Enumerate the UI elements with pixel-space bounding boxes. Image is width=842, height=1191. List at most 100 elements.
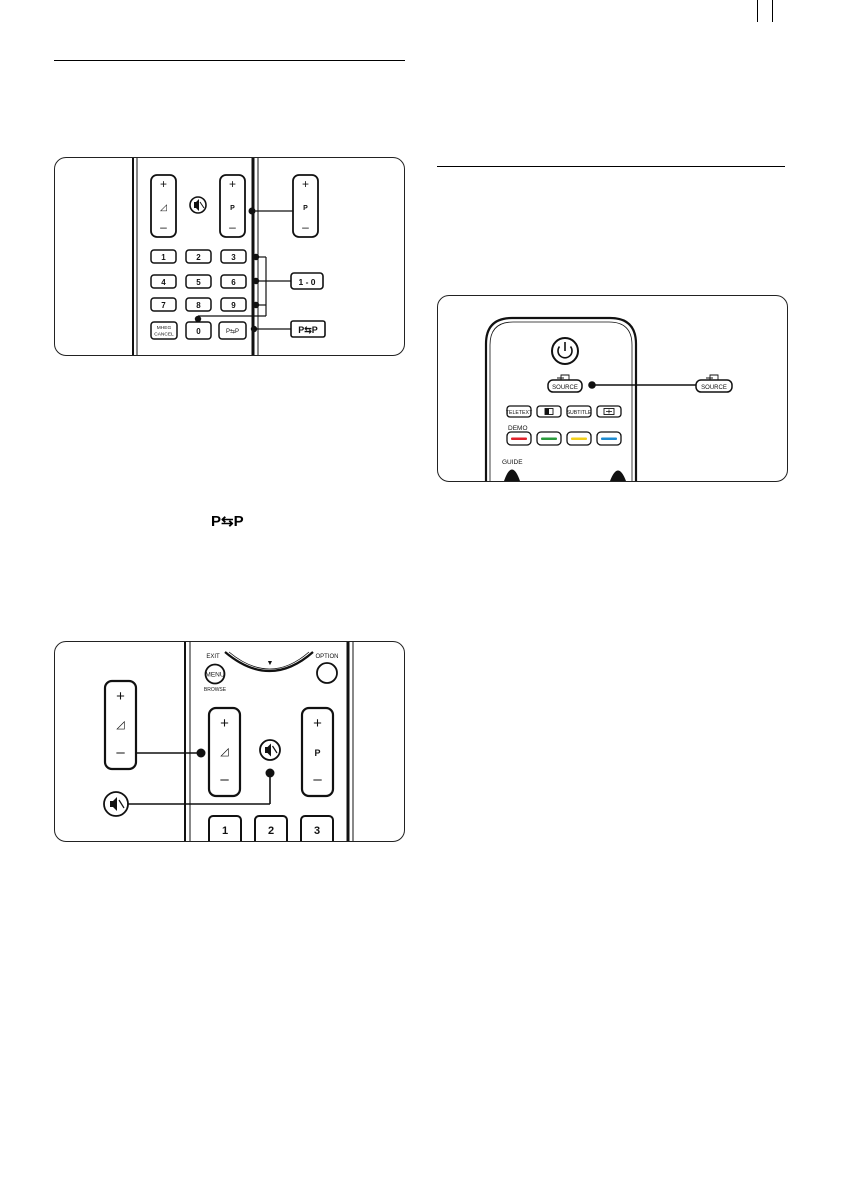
program-plus-label: + (313, 715, 322, 732)
digit-key-7[interactable] (150, 297, 177, 312)
program-minus-label: – (313, 771, 322, 788)
source-key[interactable]: SOURCE (547, 374, 583, 393)
callout-p-label: P (303, 205, 308, 212)
program-plus-label: + (229, 177, 236, 191)
digits-callout-label: 1 - 0 (298, 277, 315, 287)
digit-key-2[interactable] (185, 249, 212, 264)
subtitle-label: SUBTITLE (567, 410, 592, 416)
volume-plus-label: + (160, 177, 167, 191)
digit-label: 5 (196, 278, 201, 287)
volume-rocker-key[interactable]: + ◿ – (150, 174, 177, 238)
browse-label: BROWSE (204, 687, 227, 693)
mheg-label: MHEG (157, 325, 172, 331)
digits-callout-key: 1 - 0 (290, 272, 324, 290)
teletext-label: TELETEXT (506, 410, 533, 416)
pp-callout-key: P⇆P (290, 320, 326, 338)
dual-screen-key[interactable] (536, 405, 562, 418)
mute-key[interactable] (189, 196, 207, 214)
callout-dot-volume (196, 748, 206, 758)
previous-channel-symbol: P⇆P (211, 513, 244, 530)
subtitle-key[interactable]: SUBTITLE (566, 405, 592, 418)
callout-minus-label: – (116, 744, 125, 761)
volume-minus-label: – (220, 771, 229, 788)
red-key[interactable] (506, 431, 532, 446)
navigation-ring[interactable] (224, 651, 314, 672)
volume-rocker-key[interactable]: + ◿ – (207, 706, 242, 798)
source-callout-key: SOURCE (695, 374, 733, 393)
digit-label: 4 (161, 278, 166, 287)
digit-key-8[interactable] (185, 297, 212, 312)
partial-key (610, 470, 626, 481)
digit-label: 9 (231, 301, 236, 310)
crop-mark-left (757, 0, 758, 22)
digit-key-5[interactable] (185, 274, 212, 289)
menu-button[interactable]: MENU (204, 663, 226, 685)
digit-key-0[interactable]: 0 (185, 321, 212, 340)
digit-label: 7 (161, 301, 166, 310)
exit-label: EXIT (206, 654, 220, 660)
callout-volume-icon: ◿ (116, 719, 125, 731)
digit-key-6[interactable] (220, 274, 247, 289)
program-label: P (314, 748, 320, 758)
volume-plus-label: + (220, 715, 229, 732)
digit-key-4[interactable] (150, 274, 177, 289)
green-key[interactable] (536, 431, 562, 446)
mute-callout-key (103, 791, 129, 817)
blue-key[interactable] (596, 431, 622, 446)
pp-label: P⇆P (226, 328, 239, 335)
digit-key-1[interactable] (150, 249, 177, 264)
remote-illustration-1: + ◿ – + P – + P – 1 2 3 4 5 (132, 158, 326, 355)
source-label: SOURCE (552, 385, 578, 391)
digit-key-9[interactable] (220, 297, 247, 312)
cancel-label: CANCEL (154, 332, 174, 338)
yellow-key[interactable] (566, 431, 592, 446)
source-callout-label: SOURCE (701, 385, 727, 391)
section-rule-left (54, 60, 405, 61)
option-button[interactable] (316, 662, 338, 684)
digit-label: 1 (161, 253, 166, 262)
volume-icon: ◿ (220, 746, 229, 758)
mheg-cancel-key[interactable]: MHEG CANCEL (150, 321, 178, 340)
format-key[interactable] (596, 405, 622, 418)
guide-label: GUIDE (502, 459, 523, 466)
power-icon (557, 346, 573, 359)
digit-label: 6 (231, 278, 236, 287)
remote-illustration-2: SOURCE SOURCE TELETEXT SUBTITLE DEMO (484, 316, 733, 482)
remote-illustration-3: ▼ EXIT MENU BROWSE OPTION + ◿ – + P – 1 … (103, 642, 354, 841)
figure-remote-volume-keys: ▼ EXIT MENU BROWSE OPTION + ◿ – + P – 1 … (54, 641, 405, 842)
previous-channel-key[interactable]: P⇆P (218, 321, 247, 340)
mute-icon (110, 797, 117, 811)
digit-key-1[interactable]: 1 (208, 815, 242, 841)
volume-icon: ◿ (160, 202, 167, 212)
figure-remote-source-key: SOURCE SOURCE TELETEXT SUBTITLE DEMO (437, 295, 788, 482)
digit-label: 8 (196, 301, 201, 310)
digit-label: 0 (196, 327, 201, 336)
digit-keypad: 1 2 3 4 5 6 7 8 9 (150, 249, 247, 312)
digit-key-3[interactable]: 3 (300, 815, 334, 841)
digit-label: 1 (222, 825, 228, 837)
demo-label: DEMO (508, 425, 528, 432)
callout-dot-digit-0 (194, 315, 202, 323)
option-label: OPTION (315, 654, 338, 660)
digit-key-3[interactable] (220, 249, 247, 264)
callout-minus-label: – (302, 220, 309, 234)
volume-callout-key: + ◿ – (103, 679, 138, 771)
figure-remote-channel-keys: + ◿ – + P – + P – 1 2 3 4 5 (54, 157, 405, 356)
mute-key[interactable] (259, 739, 281, 761)
program-minus-label: – (229, 220, 236, 234)
power-button[interactable] (551, 337, 579, 365)
program-rocker-key[interactable]: + P – (219, 174, 246, 238)
mute-icon (265, 743, 271, 757)
guide-key[interactable] (504, 469, 520, 482)
digit-label: 2 (268, 825, 274, 837)
program-rocker-key[interactable]: + P – (300, 706, 335, 798)
crop-mark-right (772, 0, 773, 22)
format-icon (603, 408, 615, 415)
section-rule-right (437, 166, 785, 167)
teletext-key[interactable]: TELETEXT (506, 405, 533, 418)
digit-key-2[interactable]: 2 (254, 815, 288, 841)
callout-plus-label: + (302, 177, 309, 191)
volume-minus-label: – (160, 220, 167, 234)
digit-label: 2 (196, 253, 201, 262)
callout-dot-mute (265, 768, 275, 778)
